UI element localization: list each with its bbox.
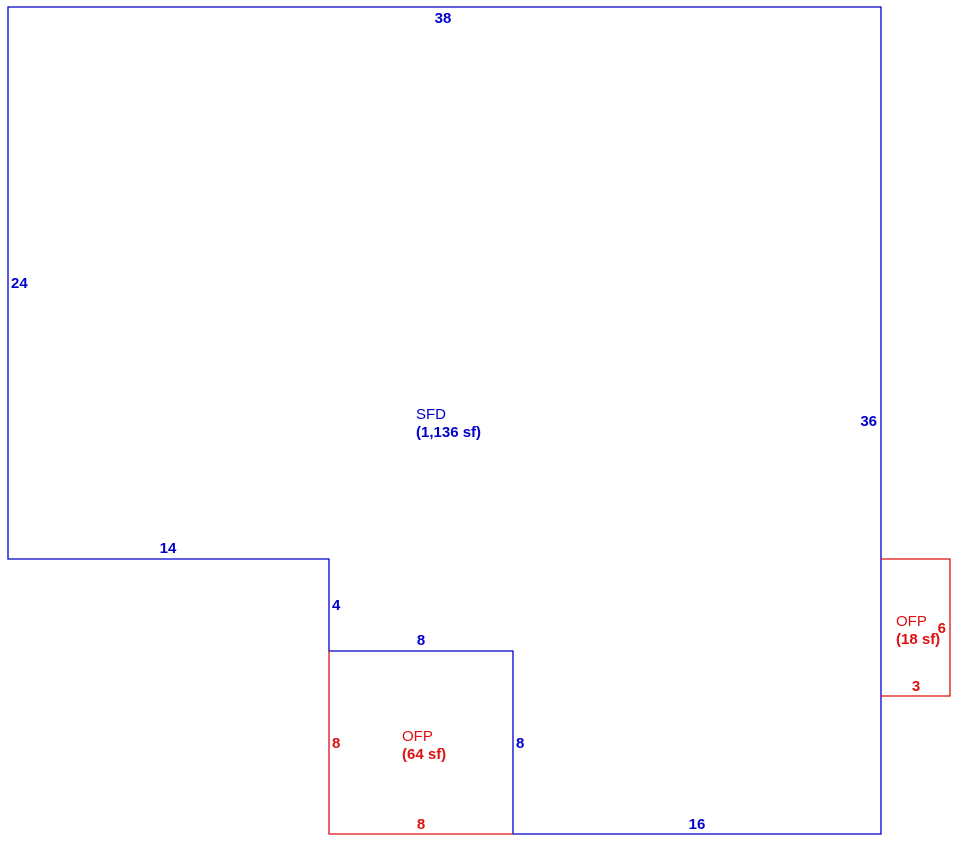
dim-bottom: 16	[689, 816, 706, 833]
sfd-outline	[7, 6, 882, 835]
ofp-front-dim-left: 8	[332, 735, 340, 752]
dim-top: 38	[435, 10, 452, 27]
dim-porch-right: 8	[516, 735, 524, 752]
dim-porch-top: 8	[417, 632, 425, 649]
ofp-side-dim-right: 6	[938, 620, 946, 637]
ofp-side-outline	[881, 558, 951, 697]
dim-notch-top: 14	[160, 540, 177, 557]
sfd-area: (1,136 sf)	[416, 424, 481, 441]
ofp-side-name: OFP	[896, 613, 927, 630]
ofp-front-name: OFP	[402, 728, 433, 745]
dim-notch-side: 4	[332, 597, 341, 614]
ofp-front-outline	[328, 651, 513, 835]
ofp-side-area: (18 sf)	[896, 631, 940, 648]
ofp-side-dim-bottom: 3	[912, 678, 920, 695]
dim-right: 36	[860, 413, 877, 430]
ofp-front-area: (64 sf)	[402, 746, 446, 763]
sfd-name: SFD	[416, 406, 446, 423]
ofp-front-dim-bottom: 8	[417, 816, 425, 833]
dim-left: 24	[11, 275, 28, 292]
